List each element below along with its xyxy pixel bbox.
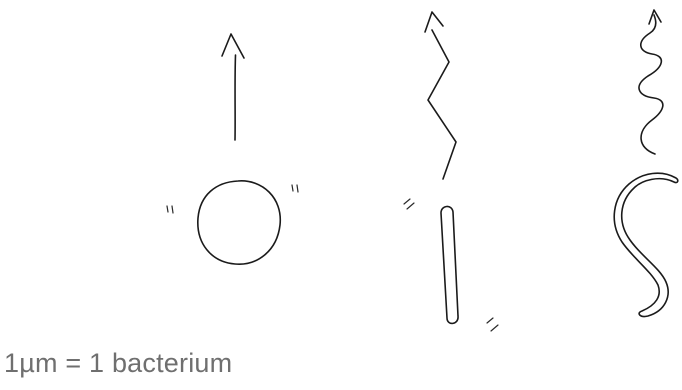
coccus-cell (198, 181, 280, 264)
spirillum-group (614, 10, 678, 316)
vibration-mark-right (292, 185, 298, 192)
straight-path-line (235, 55, 236, 140)
coccus-group (167, 34, 298, 264)
zigzag-path-line (428, 30, 456, 179)
helical-path-line (639, 15, 663, 154)
bacillus-cell (441, 206, 458, 323)
scale-caption: 1µm = 1 bacterium (4, 348, 232, 379)
bacillus-group (404, 12, 498, 331)
spirillum-cell (614, 173, 678, 316)
zigzag-path-arrowhead (425, 12, 443, 32)
vibration-mark-lower-right (487, 318, 498, 331)
straight-path-arrowhead (222, 34, 244, 58)
vibration-mark-left (167, 206, 173, 213)
vibration-mark-upper-left (404, 199, 414, 209)
